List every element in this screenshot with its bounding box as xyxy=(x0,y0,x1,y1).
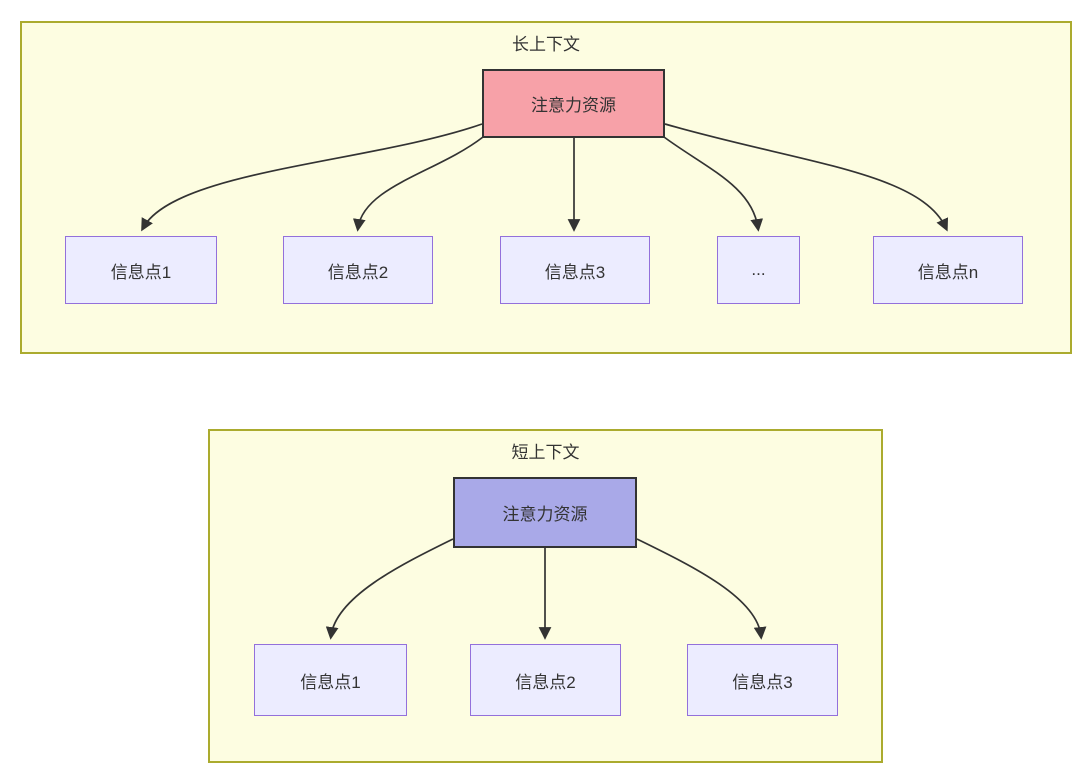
info-point-box-long-3: 信息点3 xyxy=(500,236,650,304)
short-context-title: 短上下文 xyxy=(511,443,580,462)
info-point-box-long-ellipsis: ... xyxy=(717,236,800,304)
info-point-box-short-1: 信息点1 xyxy=(254,644,407,716)
info-point-box-long-1: 信息点1 xyxy=(65,236,217,304)
attention-resource-box-long: 注意力资源 xyxy=(482,69,665,138)
info-point-box-short-2: 信息点2 xyxy=(470,644,621,716)
long-context-title: 长上下文 xyxy=(512,35,580,54)
info-point-box-short-3: 信息点3 xyxy=(687,644,838,716)
info-point-box-long-n: 信息点n xyxy=(873,236,1023,304)
info-point-box-long-2: 信息点2 xyxy=(283,236,433,304)
attention-resource-box-short: 注意力资源 xyxy=(453,477,637,548)
